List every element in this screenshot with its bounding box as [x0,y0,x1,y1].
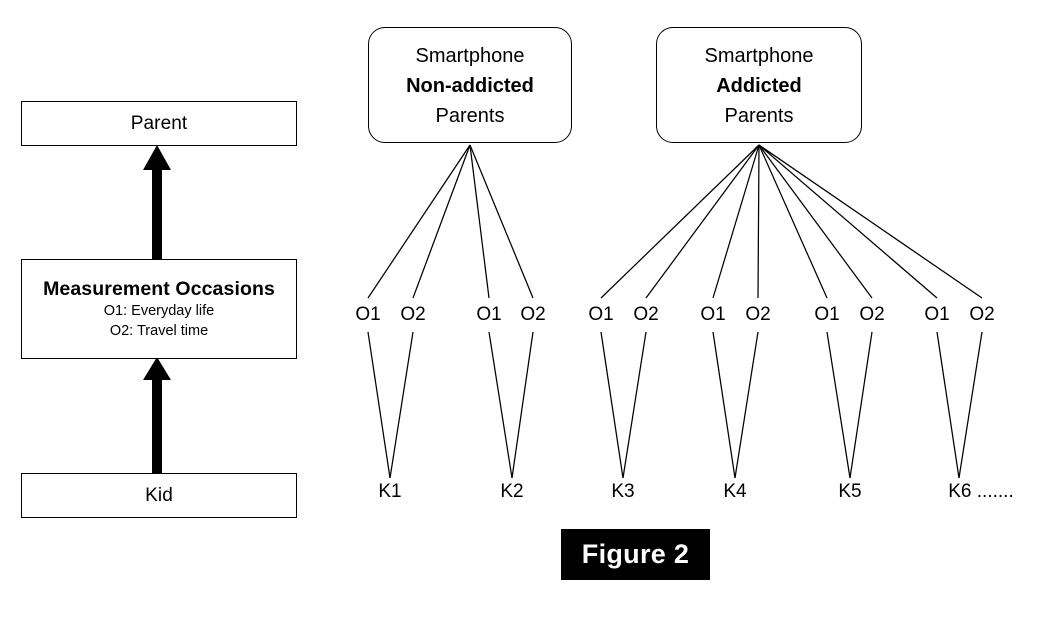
legend-box-kid: Kid [21,473,297,518]
legend-parent-label: Parent [130,112,188,134]
arrow-occasions-to-parent [143,145,171,259]
occasion-label-1: O1 [355,304,381,325]
legend-occasion-item-o2: O2: Travel time [109,323,209,339]
occasion-label-11: O1 [924,304,950,325]
legend-box-measurement-occasions: Measurement Occasions O1: Everyday life … [21,259,297,359]
figure-caption: Figure 2 [561,529,710,580]
group-nonaddicted-line3: Parents [435,105,505,127]
edges-group-addicted [600,144,983,299]
edges-group-nonaddicted [367,144,534,299]
kid-label-k2: K2 [500,481,524,502]
group-box-nonaddicted-parents: Smartphone Non-addicted Parents [368,27,572,143]
group-addicted-line3: Parents [724,105,794,127]
occasion-label-10: O2 [859,304,885,325]
occasion-label-4: O2 [520,304,546,325]
occasion-label-12: O2 [969,304,995,325]
occasion-label-5: O1 [588,304,614,325]
group-nonaddicted-line1: Smartphone [415,45,525,67]
kid-label-k4: K4 [723,481,747,502]
occasion-label-8: O2 [745,304,771,325]
kid-label-k3: K3 [611,481,635,502]
legend-occasions-title: Measurement Occasions [43,278,275,300]
occasion-label-7: O1 [700,304,726,325]
group-box-addicted-parents: Smartphone Addicted Parents [656,27,862,143]
kid-label-k6: K6 ....... [948,481,1014,502]
group-addicted-line2: Addicted [716,75,802,97]
legend-occasion-item-o1: O1: Everyday life [103,303,215,319]
figure-caption-text: Figure 2 [581,539,690,569]
occasion-label-6: O2 [633,304,659,325]
arrow-kid-to-occasions [143,357,171,473]
occasion-label-3: O1 [476,304,502,325]
group-addicted-line1: Smartphone [704,45,814,67]
occasion-label-9: O1 [814,304,840,325]
edges-occasions-to-kids [367,331,983,479]
legend-kid-label: Kid [145,484,173,506]
kid-label-k5: K5 [838,481,862,502]
occasion-label-2: O2 [400,304,426,325]
legend-box-parent: Parent [21,101,297,146]
kid-label-k1: K1 [378,481,402,502]
group-nonaddicted-line2: Non-addicted [406,75,534,97]
